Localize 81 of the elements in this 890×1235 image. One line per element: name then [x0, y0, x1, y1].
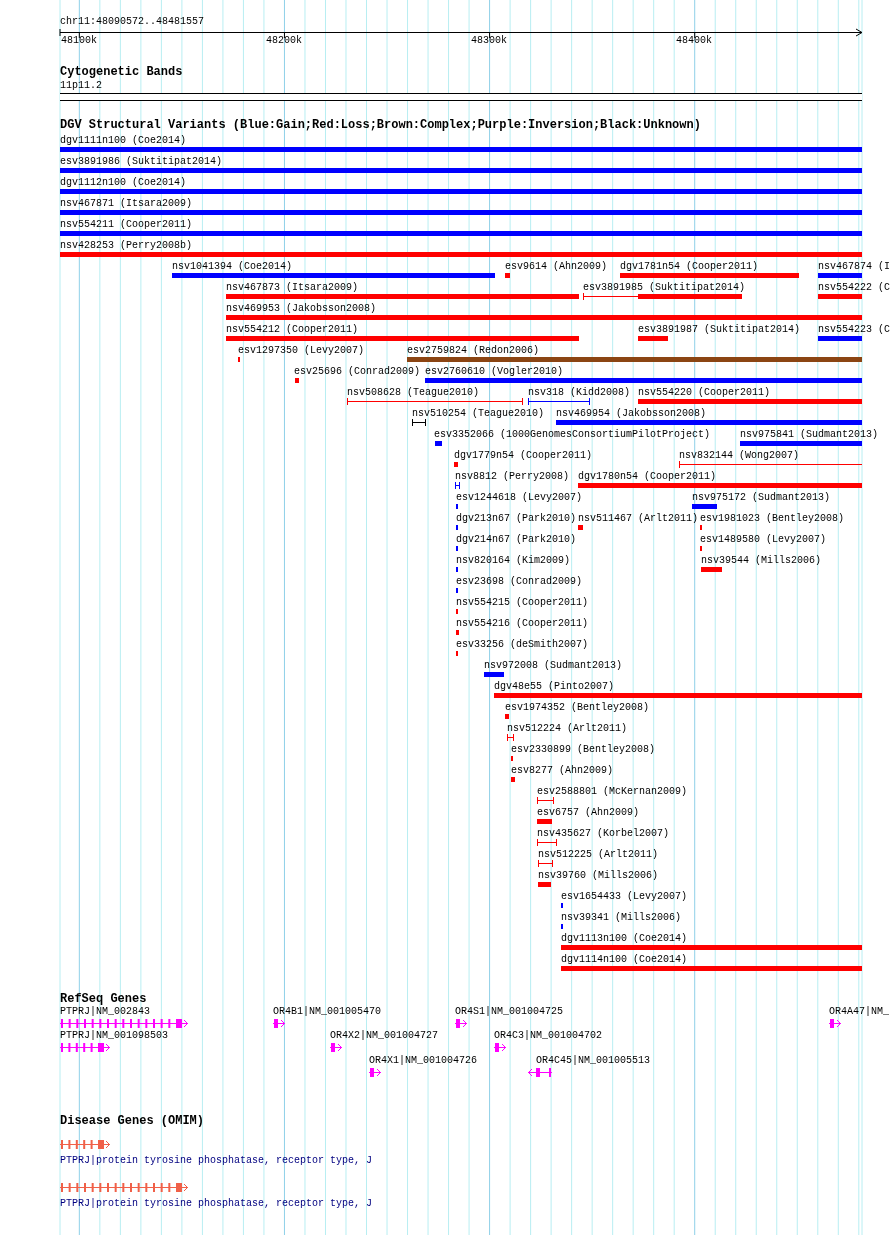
variant-label: esv33256 (deSmith2007)	[456, 639, 589, 651]
variant-label: nsv39760 (Mills2006)	[538, 870, 659, 882]
variant-label: nsv554212 (Cooper2011)	[226, 324, 359, 336]
gene-label: OR4X1|NM_001004726	[369, 1055, 478, 1067]
disease-gene-label: PTPRJ|protein tyrosine phosphatase, receptor type, J	[60, 1198, 373, 1210]
variant-label: nsv512224 (Arlt2011)	[507, 723, 628, 735]
variant-label: dgv1114n100 (Coe2014)	[561, 954, 688, 966]
variant-label: esv1974352 (Bentley2008)	[505, 702, 650, 714]
variant-label: nsv318 (Kidd2008)	[528, 387, 631, 399]
variant-label: esv2588801 (McKernan2009)	[537, 786, 688, 798]
variant-label: nsv39544 (Mills2006)	[701, 555, 822, 567]
gene-label: OR4B1|NM_001005470	[273, 1006, 382, 1018]
disease-gene-label: PTPRJ|protein tyrosine phosphatase, receptor type, J	[60, 1155, 373, 1167]
variant-label: esv3352066 (1000GenomesConsortiumPilotProject)	[434, 429, 711, 441]
variant-label: dgv1112n100 (Coe2014)	[60, 177, 187, 189]
track-heading: Disease Genes (OMIM)	[60, 1115, 205, 1127]
tick-label: 48200k	[266, 35, 302, 47]
variant-label: nsv554216 (Cooper2011)	[456, 618, 589, 630]
tick-label: 48100k	[61, 35, 97, 47]
variant-label: esv1654433 (Levy2007)	[561, 891, 688, 903]
coordinate-label: chr11:48090572..48481557	[60, 16, 205, 28]
variant-label: nsv972008 (Sudmant2013)	[484, 660, 623, 672]
variant-label: nsv554223 (C	[818, 324, 890, 336]
variant-label: nsv975841 (Sudmant2013)	[740, 429, 879, 441]
variant-label: esv1489580 (Levy2007)	[700, 534, 827, 546]
variant-label: esv2759824 (Redon2006)	[407, 345, 540, 357]
variant-label: nsv512225 (Arlt2011)	[538, 849, 659, 861]
track-heading: RefSeq Genes	[60, 993, 147, 1005]
tick-label: 48400k	[676, 35, 712, 47]
tick-label: 48300k	[471, 35, 507, 47]
variant-label: nsv469954 (Jakobsson2008)	[556, 408, 707, 420]
variant-label: esv3891987 (Suktitipat2014)	[638, 324, 801, 336]
variant-label: nsv508628 (Teague2010)	[347, 387, 480, 399]
gene-label: OR4X2|NM_001004727	[330, 1030, 439, 1042]
variant-label: nsv554222 (C	[818, 282, 890, 294]
variant-label: nsv554220 (Cooper2011)	[638, 387, 771, 399]
variant-label: nsv39341 (Mills2006)	[561, 912, 682, 924]
variant-label: nsv975172 (Sudmant2013)	[692, 492, 831, 504]
variant-label: nsv511467 (Arlt2011)	[578, 513, 699, 525]
variant-label: nsv1041394 (Coe2014)	[172, 261, 293, 273]
variant-label: esv23698 (Conrad2009)	[456, 576, 583, 588]
variant-label: dgv1780n54 (Cooper2011)	[578, 471, 717, 483]
gene-label: OR4C3|NM_001004702	[494, 1030, 603, 1042]
band-label: 11p11.2	[60, 80, 102, 92]
variant-label: esv1244618 (Levy2007)	[456, 492, 583, 504]
variant-label: nsv554215 (Cooper2011)	[456, 597, 589, 609]
variant-label: dgv213n67 (Park2010)	[456, 513, 577, 525]
variant-label: esv2760610 (Vogler2010)	[425, 366, 564, 378]
variant-label: nsv820164 (Kim2009)	[456, 555, 571, 567]
gene-label: OR4S1|NM_001004725	[455, 1006, 564, 1018]
variant-label: esv8277 (Ahn2009)	[511, 765, 614, 777]
variant-label: dgv1779n54 (Cooper2011)	[454, 450, 593, 462]
variant-label: dgv1113n100 (Coe2014)	[561, 933, 688, 945]
track-heading: DGV Structural Variants (Blue:Gain;Red:Loss;Brown:Complex;Purple:Inversion;Black:Unknown)	[60, 119, 701, 131]
variant-label: nsv469953 (Jakobsson2008)	[226, 303, 377, 315]
variant-label: nsv832144 (Wong2007)	[679, 450, 800, 462]
variant-label: esv3891986 (Suktitipat2014)	[60, 156, 223, 168]
variant-label: esv3891985 (Suktitipat2014)	[583, 282, 746, 294]
variant-label: nsv554211 (Cooper2011)	[60, 219, 193, 231]
variant-label: esv1981023 (Bentley2008)	[700, 513, 845, 525]
gene-label: OR4A47|NM_	[829, 1006, 889, 1018]
gene-label: PTPRJ|NM_001098503	[60, 1030, 169, 1042]
gene-label: OR4C45|NM_001005513	[536, 1055, 651, 1067]
variant-label: esv1297350 (Levy2007)	[238, 345, 365, 357]
gene-label: PTPRJ|NM_002843	[60, 1006, 150, 1018]
variant-label: nsv467873 (Itsara2009)	[226, 282, 359, 294]
variant-label: nsv467874 (I	[818, 261, 890, 273]
variant-label: nsv467871 (Itsara2009)	[60, 198, 193, 210]
variant-label: nsv428253 (Perry2008b)	[60, 240, 193, 252]
track-heading: Cytogenetic Bands	[60, 66, 183, 78]
variant-label: nsv8812 (Perry2008)	[455, 471, 570, 483]
variant-label: esv6757 (Ahn2009)	[537, 807, 640, 819]
variant-label: dgv214n67 (Park2010)	[456, 534, 577, 546]
variant-label: dgv1111n100 (Coe2014)	[60, 135, 187, 147]
variant-label: nsv435627 (Korbel2007)	[537, 828, 670, 840]
variant-label: esv2330899 (Bentley2008)	[511, 744, 656, 756]
variant-label: nsv510254 (Teague2010)	[412, 408, 545, 420]
variant-label: dgv48e55 (Pinto2007)	[494, 681, 615, 693]
variant-label: esv9614 (Ahn2009)	[505, 261, 608, 273]
variant-label: esv25696 (Conrad2009)	[294, 366, 421, 378]
variant-label: dgv1781n54 (Cooper2011)	[620, 261, 759, 273]
